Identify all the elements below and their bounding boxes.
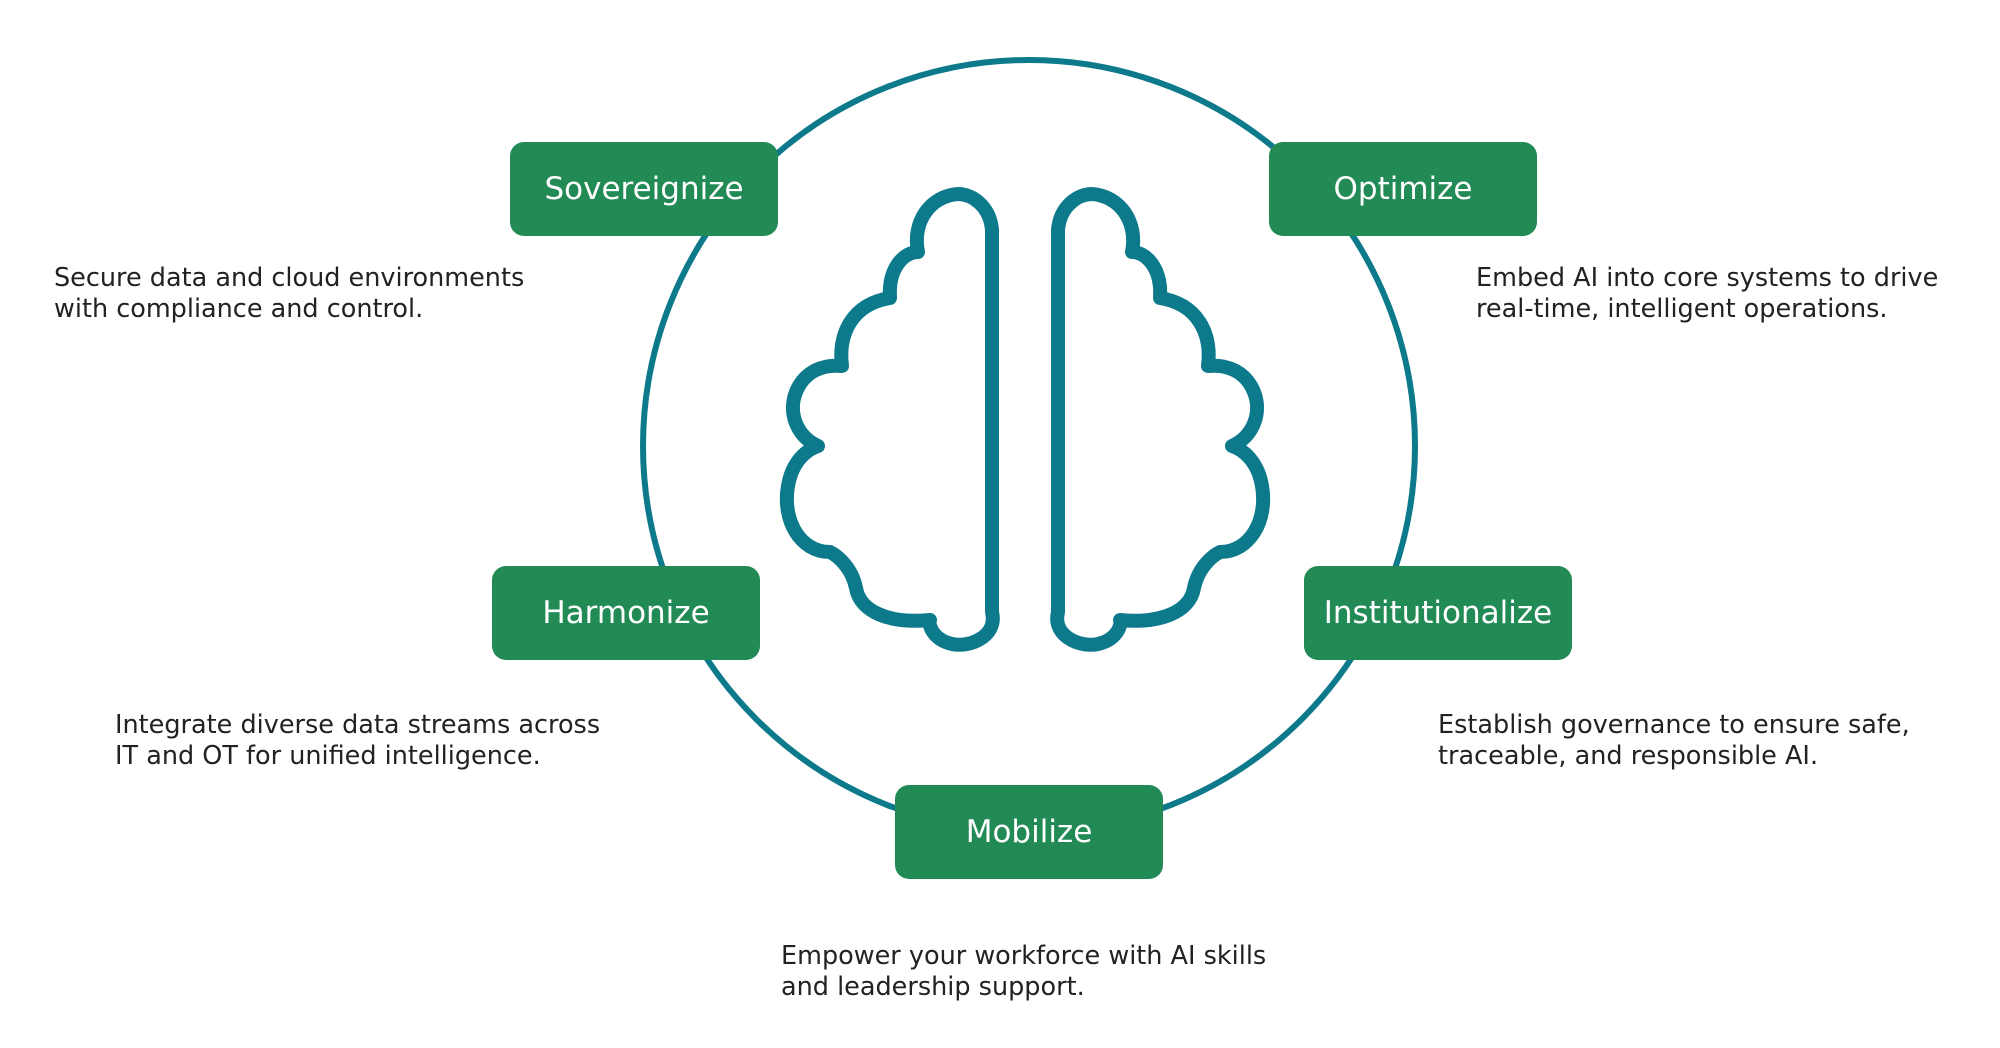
- step-harmonize-desc-line-2: IT and OT for unified intelligence.: [115, 741, 541, 771]
- brain-left-hemisphere-icon: [779, 187, 1000, 652]
- brain-icon: [779, 187, 1271, 652]
- step-optimize-desc-line-1: Embed AI into core systems to drive: [1476, 263, 1939, 293]
- step-institutionalize-description: Establish governance to ensure safe, tra…: [1438, 710, 1910, 772]
- step-sovereignize-label: Sovereignize: [510, 142, 778, 236]
- step-sovereignize-desc-line-1: Secure data and cloud environments: [54, 263, 525, 293]
- step-sovereignize-description: Secure data and cloud environments with …: [54, 263, 524, 325]
- step-institutionalize-desc-line-1: Establish governance to ensure safe,: [1438, 710, 1910, 740]
- step-harmonize-desc-line-1: Integrate diverse data streams across: [115, 710, 601, 740]
- step-mobilize-desc-line-1: Empower your workforce with AI skills: [781, 941, 1267, 971]
- step-institutionalize-label: Institutionalize: [1304, 566, 1572, 660]
- step-harmonize-label: Harmonize: [492, 566, 760, 660]
- step-mobilize-description: Empower your workforce with AI skills an…: [781, 941, 1266, 1003]
- step-institutionalize-desc-line-2: traceable, and responsible AI.: [1438, 741, 1819, 771]
- step-mobilize-label: Mobilize: [895, 785, 1163, 879]
- step-optimize-label: Optimize: [1269, 142, 1537, 236]
- step-mobilize-desc-line-2: and leadership support.: [781, 972, 1085, 1002]
- brain-right-hemisphere-icon: [1050, 187, 1271, 652]
- step-sovereignize-desc-line-2: with compliance and control.: [54, 294, 424, 324]
- step-optimize-description: Embed AI into core systems to drive real…: [1476, 263, 1938, 325]
- step-optimize-desc-line-2: real-time, intelligent operations.: [1476, 294, 1888, 324]
- step-harmonize-description: Integrate diverse data streams across IT…: [115, 710, 600, 772]
